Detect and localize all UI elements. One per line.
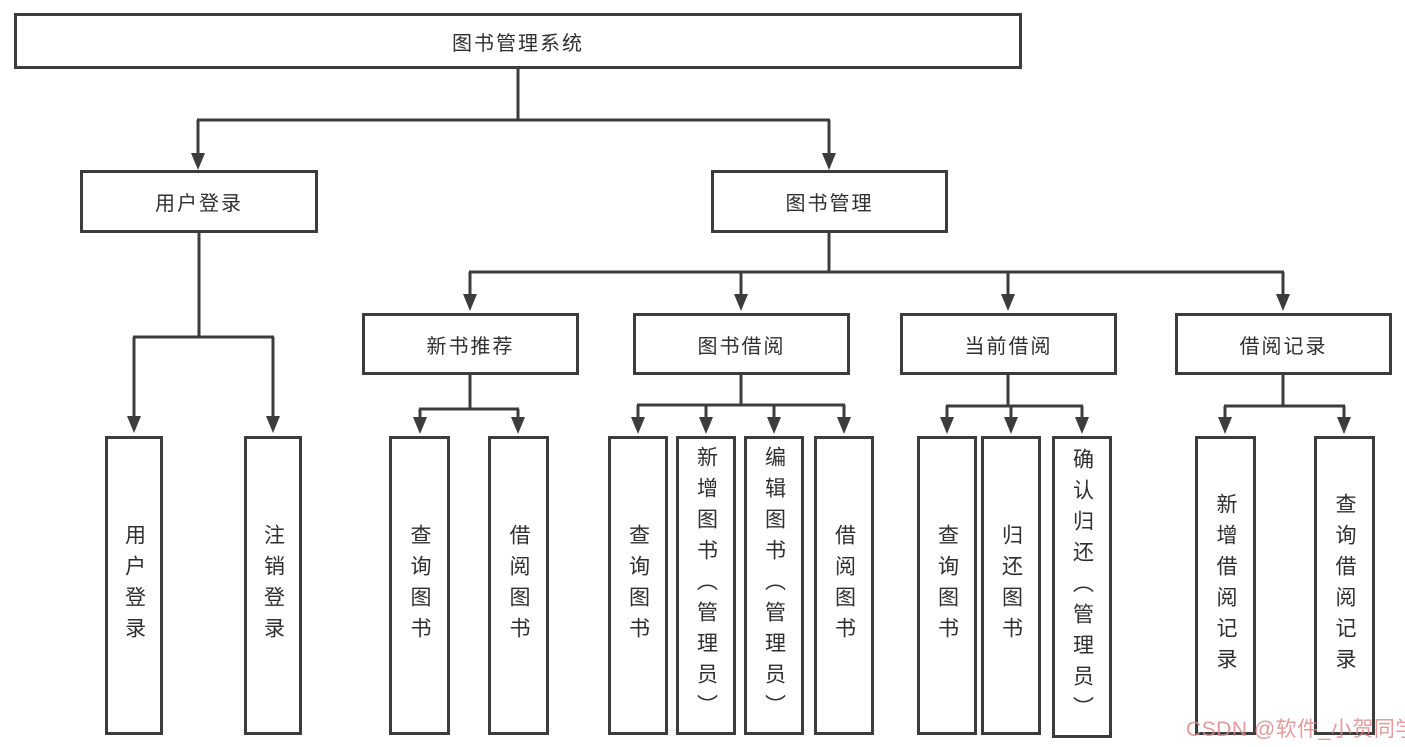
node-bb-query-book: 查询图书 [608, 436, 668, 735]
node-leaf-user-login: 用户登录 [105, 436, 163, 735]
node-label: 图书管理 [785, 193, 874, 215]
node-book-borrow: 图书借阅 [633, 313, 850, 375]
arrow-down-icon [191, 153, 205, 170]
arrow-down-icon [631, 417, 645, 434]
node-label: 编辑图书（管理员） [762, 446, 786, 725]
connector-book-mgmt-children [468, 233, 1285, 297]
connector-borrow-record-children [1223, 375, 1346, 421]
node-cb-confirm-return: 确认归还（管理员） [1052, 436, 1112, 738]
connector-user-login-children [132, 233, 275, 419]
node-bb-add-book: 新增图书（管理员） [676, 436, 736, 735]
node-label: 注销登录 [261, 523, 285, 648]
node-nbr-query-book: 查询图书 [389, 436, 450, 735]
arrow-down-icon [1218, 417, 1232, 434]
node-root: 图书管理系统 [14, 13, 1022, 69]
arrow-down-icon [1276, 294, 1290, 311]
arrow-down-icon [463, 294, 477, 311]
connector-current-borrow-children [945, 375, 1084, 421]
node-book-management: 图书管理 [711, 170, 948, 233]
node-label: 用户登录 [155, 193, 243, 215]
arrowheads [127, 153, 1351, 434]
node-bb-borrow-book: 借阅图书 [814, 436, 874, 735]
node-label: 查询图书 [408, 523, 431, 648]
arrow-down-icon [1075, 417, 1089, 434]
connector-book-borrow-children [636, 375, 846, 421]
node-new-book-recommend: 新书推荐 [362, 313, 579, 375]
node-borrow-record: 借阅记录 [1175, 313, 1392, 375]
arrow-down-icon [767, 417, 781, 434]
node-nbr-borrow-book: 借阅图书 [488, 436, 549, 735]
node-label: 查询图书 [935, 523, 959, 648]
csdn-watermark: CSDN @软件_小贺同学 [1186, 718, 1405, 741]
node-label: 图书管理系统 [452, 32, 584, 55]
arrow-down-icon [1001, 294, 1015, 311]
node-label: 新增图书（管理员） [694, 446, 718, 725]
node-label: 图书借阅 [697, 335, 786, 358]
node-br-query-record: 查询借阅记录 [1314, 436, 1375, 735]
node-bb-edit-book: 编辑图书（管理员） [744, 436, 804, 735]
arrow-down-icon [837, 417, 851, 434]
connector-new-book-children [418, 375, 520, 421]
arrow-down-icon [266, 416, 280, 433]
node-label: 确认归还（管理员） [1070, 447, 1094, 727]
node-label: 新书推荐 [426, 335, 515, 358]
node-leaf-logout: 注销登录 [244, 436, 302, 735]
node-label: 归还图书 [999, 523, 1023, 648]
node-label: 用户登录 [122, 523, 146, 648]
arrow-down-icon [940, 417, 954, 434]
connector-root-to-level2 [196, 69, 831, 156]
arrow-down-icon [127, 416, 141, 433]
node-label: 借阅图书 [507, 523, 530, 648]
arrow-down-icon [1004, 417, 1018, 434]
node-label: 新增借阅记录 [1214, 492, 1237, 679]
arrow-down-icon [413, 417, 427, 434]
node-label: 查询借阅记录 [1333, 492, 1356, 679]
node-label: 查询图书 [626, 523, 650, 648]
arrow-down-icon [511, 417, 525, 434]
arrow-down-icon [699, 417, 713, 434]
arrow-down-icon [822, 153, 836, 170]
node-label: 当前借阅 [964, 335, 1053, 358]
node-label: 借阅记录 [1239, 335, 1328, 358]
node-cb-query-book: 查询图书 [917, 436, 977, 735]
node-current-borrow: 当前借阅 [900, 313, 1117, 375]
node-label: 借阅图书 [832, 523, 856, 648]
node-cb-return-book: 归还图书 [981, 436, 1041, 735]
node-user-login: 用户登录 [80, 170, 318, 233]
arrow-down-icon [734, 294, 748, 311]
node-br-add-record: 新增借阅记录 [1195, 436, 1256, 735]
arrow-down-icon [1337, 417, 1351, 434]
